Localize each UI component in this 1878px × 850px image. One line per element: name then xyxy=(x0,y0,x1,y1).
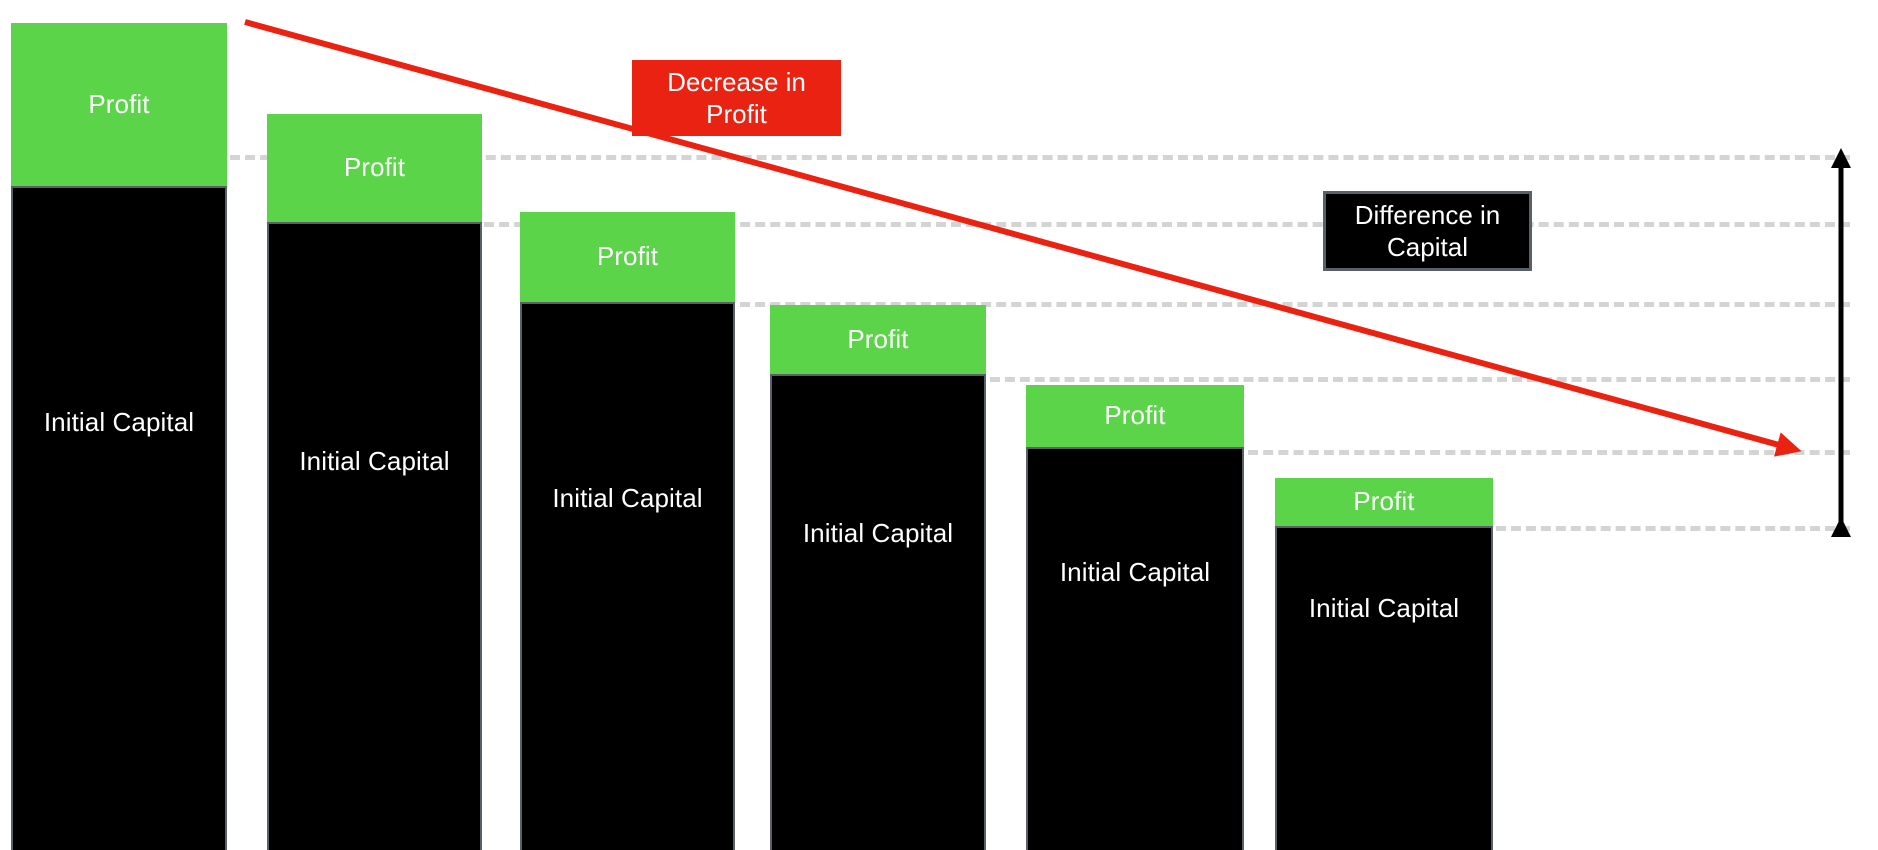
bar-4-profit-segment[interactable]: Profit xyxy=(770,305,986,374)
bar-2-profit-label: Profit xyxy=(343,152,406,183)
bar-6-capital-label: Initial Capital xyxy=(1308,593,1460,623)
dashed-line-6 xyxy=(1496,526,1850,531)
decrease-in-profit-callout[interactable]: Decrease in Profit xyxy=(632,60,841,136)
bar-6-profit-label: Profit xyxy=(1353,486,1415,517)
difference-in-capital-callout[interactable]: Difference in Capital xyxy=(1323,191,1532,271)
bar-4-capital-segment[interactable]: Initial Capital xyxy=(770,374,986,850)
bar-3-capital-label: Initial Capital xyxy=(552,483,703,513)
bar-6-capital-segment[interactable]: Initial Capital xyxy=(1275,526,1493,850)
bar-2-profit-segment[interactable]: Profit xyxy=(267,114,482,222)
bar-5-profit-segment[interactable]: Profit xyxy=(1026,385,1244,447)
bar-3-profit-label: Profit xyxy=(596,241,659,272)
bar-2-capital-segment[interactable]: Initial Capital xyxy=(267,222,482,850)
dashed-line-4 xyxy=(990,377,1850,382)
bar-2-capital-label: Initial Capital xyxy=(299,446,450,476)
bar-6-profit-segment[interactable]: Profit xyxy=(1275,478,1493,526)
bar-4-profit-label: Profit xyxy=(847,323,909,354)
difference-callout-line-2: Capital xyxy=(1387,232,1468,262)
bar-1-profit-label: Profit xyxy=(88,88,150,119)
bar-5-profit-label: Profit xyxy=(1104,400,1166,431)
decrease-callout-line-1: Decrease in xyxy=(667,66,806,97)
bar-1-capital-segment[interactable]: Initial Capital xyxy=(11,186,227,850)
difference-callout-line-1: Difference in xyxy=(1354,199,1501,230)
bar-5-capital-label: Initial Capital xyxy=(1059,557,1211,587)
bar-3-profit-segment[interactable]: Profit xyxy=(520,212,735,302)
bar-1-capital-label: Initial Capital xyxy=(43,407,195,437)
bar-3-capital-segment[interactable]: Initial Capital xyxy=(520,302,735,850)
bar-5-capital-segment[interactable]: Initial Capital xyxy=(1026,447,1244,850)
decrease-callout-line-2: Profit xyxy=(706,99,767,129)
bar-1-profit-segment[interactable]: Profit xyxy=(11,23,227,186)
bar-4-capital-label: Initial Capital xyxy=(802,518,954,548)
dashed-line-5 xyxy=(1248,450,1850,455)
